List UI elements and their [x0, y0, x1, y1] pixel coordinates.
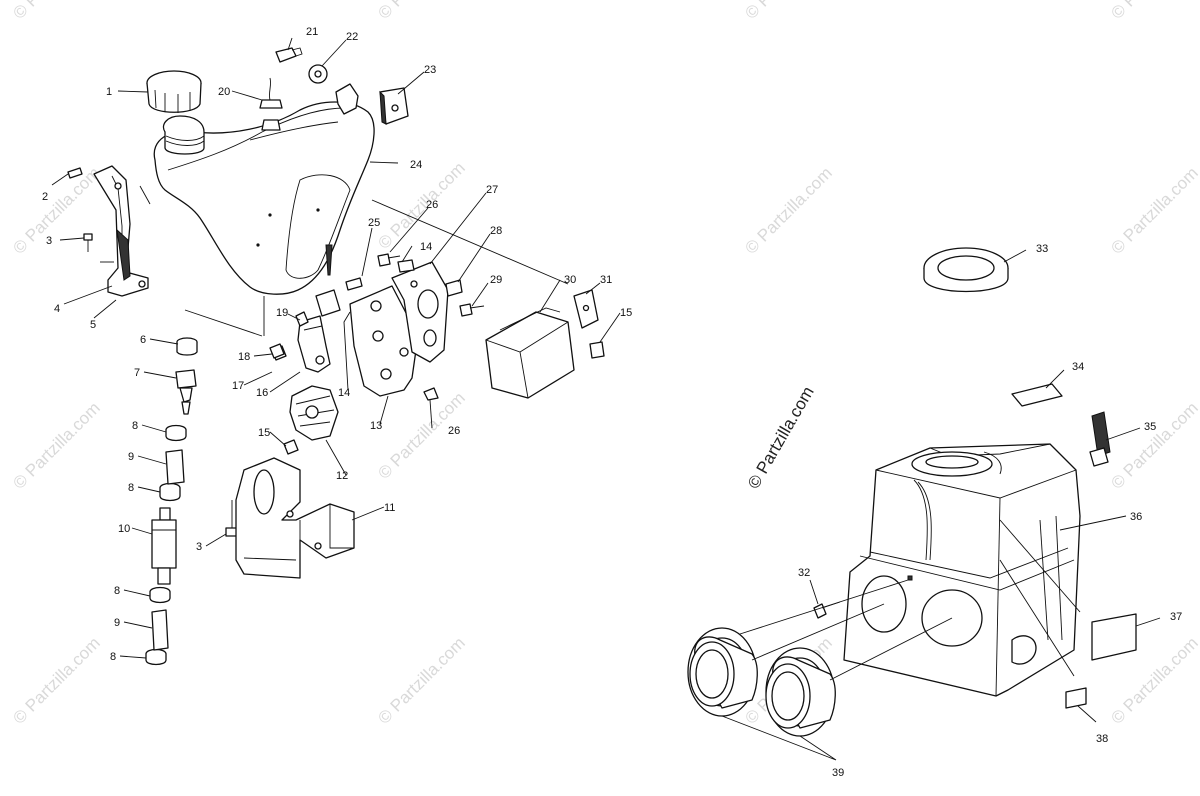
callout-38: 38 — [1096, 733, 1108, 745]
vent-fitting — [259, 77, 283, 131]
callout-21: 21 — [306, 26, 318, 38]
callout-15b: 15 — [620, 307, 632, 319]
callout-8a: 8 — [132, 420, 138, 432]
watermark: © Partzilla.com — [9, 163, 103, 257]
watermark: © Partzilla.com — [1107, 398, 1200, 492]
callout-23: 23 — [424, 64, 436, 76]
callout-22: 22 — [346, 31, 358, 43]
callout-16: 16 — [256, 387, 268, 399]
bolt-hardware — [269, 253, 485, 401]
callout-14a: 14 — [338, 387, 350, 399]
latch-clip — [1089, 411, 1111, 467]
right-callouts: 33 34 35 36 32 37 38 39 — [798, 243, 1182, 779]
fuel-cap — [146, 70, 205, 155]
callout-39: 39 — [832, 767, 844, 779]
callout-10: 10 — [118, 523, 130, 535]
tank-support-bracket — [67, 165, 149, 297]
hose-clamp — [145, 424, 187, 666]
callout-19: 19 — [276, 307, 288, 319]
callout-26b: 26 — [448, 425, 460, 437]
carburetor — [283, 385, 339, 455]
watermark: © Partzilla.com — [9, 633, 103, 727]
callout-37: 37 — [1170, 611, 1182, 623]
fuel-filter — [151, 507, 177, 585]
callout-13: 13 — [370, 420, 382, 432]
tank-mount-hardware — [275, 47, 409, 125]
callout-29: 29 — [490, 274, 502, 286]
callout-3b: 3 — [196, 541, 202, 553]
callout-8c: 8 — [114, 585, 120, 597]
callout-32: 32 — [798, 567, 810, 579]
callout-2: 2 — [42, 191, 48, 203]
callout-8b: 8 — [128, 482, 134, 494]
fuel-tank — [153, 101, 375, 295]
callout-17: 17 — [232, 380, 244, 392]
callout-6: 6 — [140, 334, 146, 346]
callout-26a: 26 — [426, 199, 438, 211]
fuel-pump-assembly — [271, 289, 341, 373]
control-box — [485, 289, 605, 399]
watermark: © Partzilla.com — [374, 633, 468, 727]
leader-lines-right — [721, 249, 1161, 761]
mounting-plate — [349, 261, 449, 397]
airbox — [843, 443, 1081, 697]
callout-4: 4 — [54, 303, 60, 315]
callout-5: 5 — [90, 319, 96, 331]
callout-27: 27 — [486, 184, 498, 196]
watermark: © Partzilla.com — [741, 163, 835, 257]
callout-34: 34 — [1072, 361, 1084, 373]
callout-25: 25 — [368, 217, 380, 229]
callout-14b: 14 — [420, 241, 432, 253]
watermark: © Partzilla.com — [374, 0, 468, 23]
intake-boot — [765, 647, 836, 737]
callout-8d: 8 — [110, 651, 116, 663]
callout-9a: 9 — [128, 451, 134, 463]
watermark: © Partzilla.com — [374, 158, 468, 252]
mounting-bracket — [235, 457, 355, 579]
callout-20: 20 — [218, 86, 230, 98]
watermark: © Partzilla.com — [741, 0, 835, 23]
watermark-prominent: © Partzilla.com — [744, 383, 818, 492]
callout-24: 24 — [410, 159, 422, 171]
fuel-hose — [151, 449, 185, 651]
airbox-screw — [813, 601, 841, 619]
callout-28: 28 — [490, 225, 502, 237]
leader-lines — [51, 37, 621, 659]
seal-ring — [923, 247, 1009, 293]
callout-9b: 9 — [114, 617, 120, 629]
callout-36: 36 — [1130, 511, 1142, 523]
decals — [1011, 383, 1137, 709]
callout-12: 12 — [336, 470, 348, 482]
watermark: © Partzilla.com — [1107, 0, 1200, 23]
fuel-valve — [175, 337, 198, 415]
callout-35: 35 — [1144, 421, 1156, 433]
callout-18: 18 — [238, 351, 250, 363]
callout-31: 31 — [600, 274, 612, 286]
callout-30: 30 — [564, 274, 576, 286]
callout-1: 1 — [106, 86, 112, 98]
watermark: © Partzilla.com — [9, 0, 103, 23]
callout-33: 33 — [1036, 243, 1048, 255]
left-callouts: 1 20 21 22 23 24 2 3 4 5 6 7 8 9 8 10 3 … — [42, 26, 632, 663]
watermark: © Partzilla.com — [1107, 163, 1200, 257]
callout-3a: 3 — [46, 235, 52, 247]
intake-boot — [687, 627, 758, 717]
callout-7: 7 — [134, 367, 140, 379]
watermark: © Partzilla.com — [9, 398, 103, 492]
callout-15a: 15 — [258, 427, 270, 439]
callout-11: 11 — [384, 502, 395, 514]
